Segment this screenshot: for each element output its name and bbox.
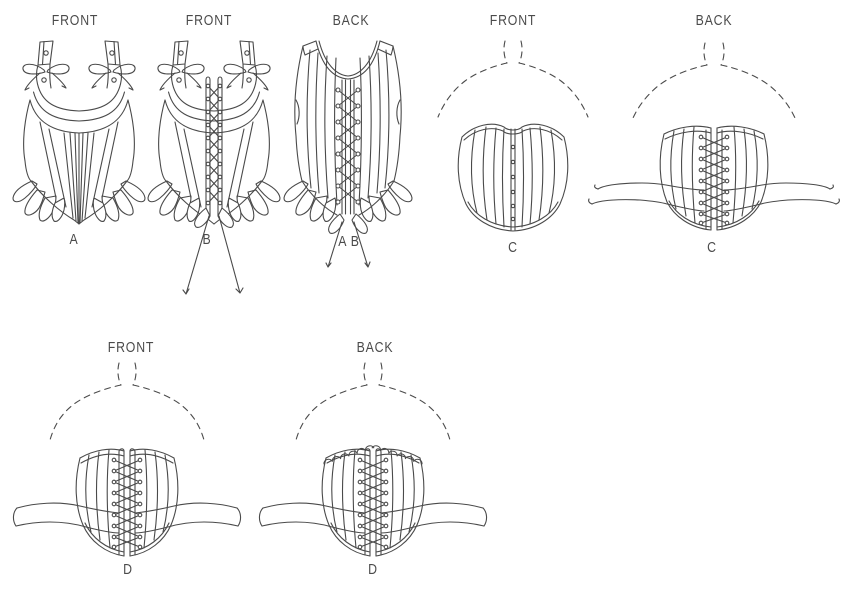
letter-view-d-front: D [123, 561, 133, 578]
view-c-back-art [588, 42, 840, 231]
caption-view-d-front: FRONT [107, 339, 155, 356]
caption-view-a: FRONT [51, 12, 99, 29]
caption-view-c-back: BACK [695, 12, 733, 29]
letter-view-a: A [69, 231, 79, 248]
letter-view-ab: A B [338, 233, 360, 250]
view-d-front-art [12, 362, 242, 557]
caption-view-b: FRONT [185, 12, 233, 29]
letter-view-c-front: C [508, 239, 518, 256]
view-b-front-art [148, 41, 280, 295]
letter-view-b: B [202, 231, 212, 248]
letter-view-c-back: C [707, 239, 717, 256]
caption-view-d-back: BACK [356, 339, 394, 356]
view-a-front-art [13, 41, 145, 225]
view-c-front-art [437, 40, 589, 232]
caption-view-ab-back: BACK [332, 12, 370, 29]
view-ab-back-art [284, 41, 412, 268]
view-d-back-art [258, 362, 488, 557]
caption-view-c-front: FRONT [489, 12, 537, 29]
letter-view-d-back: D [368, 561, 378, 578]
